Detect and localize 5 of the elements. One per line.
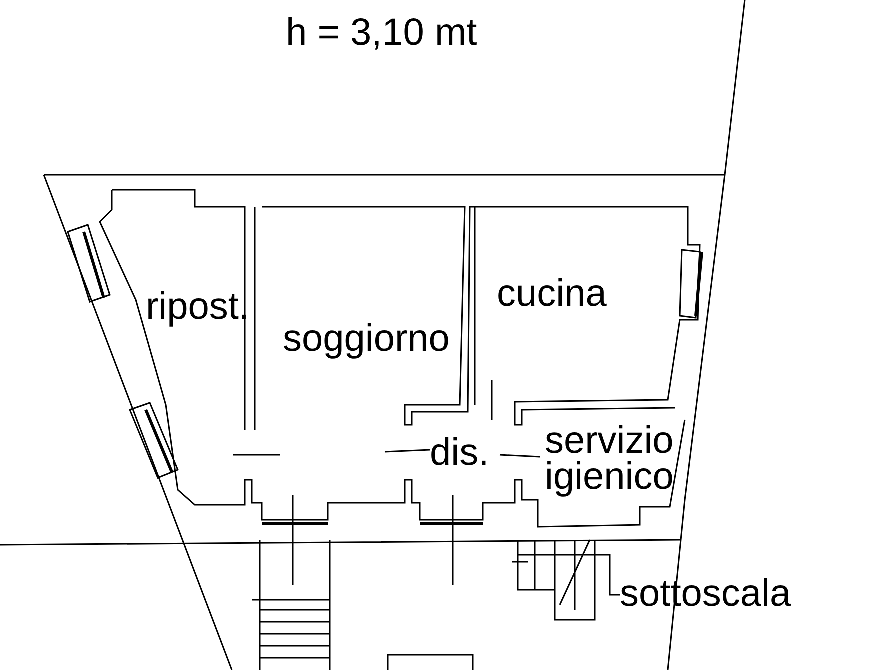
ceiling-height-title: h = 3,10 mt bbox=[286, 14, 478, 52]
room-label: soggiorno bbox=[283, 320, 450, 358]
room-label: servizio igienico bbox=[545, 423, 675, 496]
room-label: dis. bbox=[430, 434, 490, 472]
room-label: cucina bbox=[497, 275, 607, 313]
